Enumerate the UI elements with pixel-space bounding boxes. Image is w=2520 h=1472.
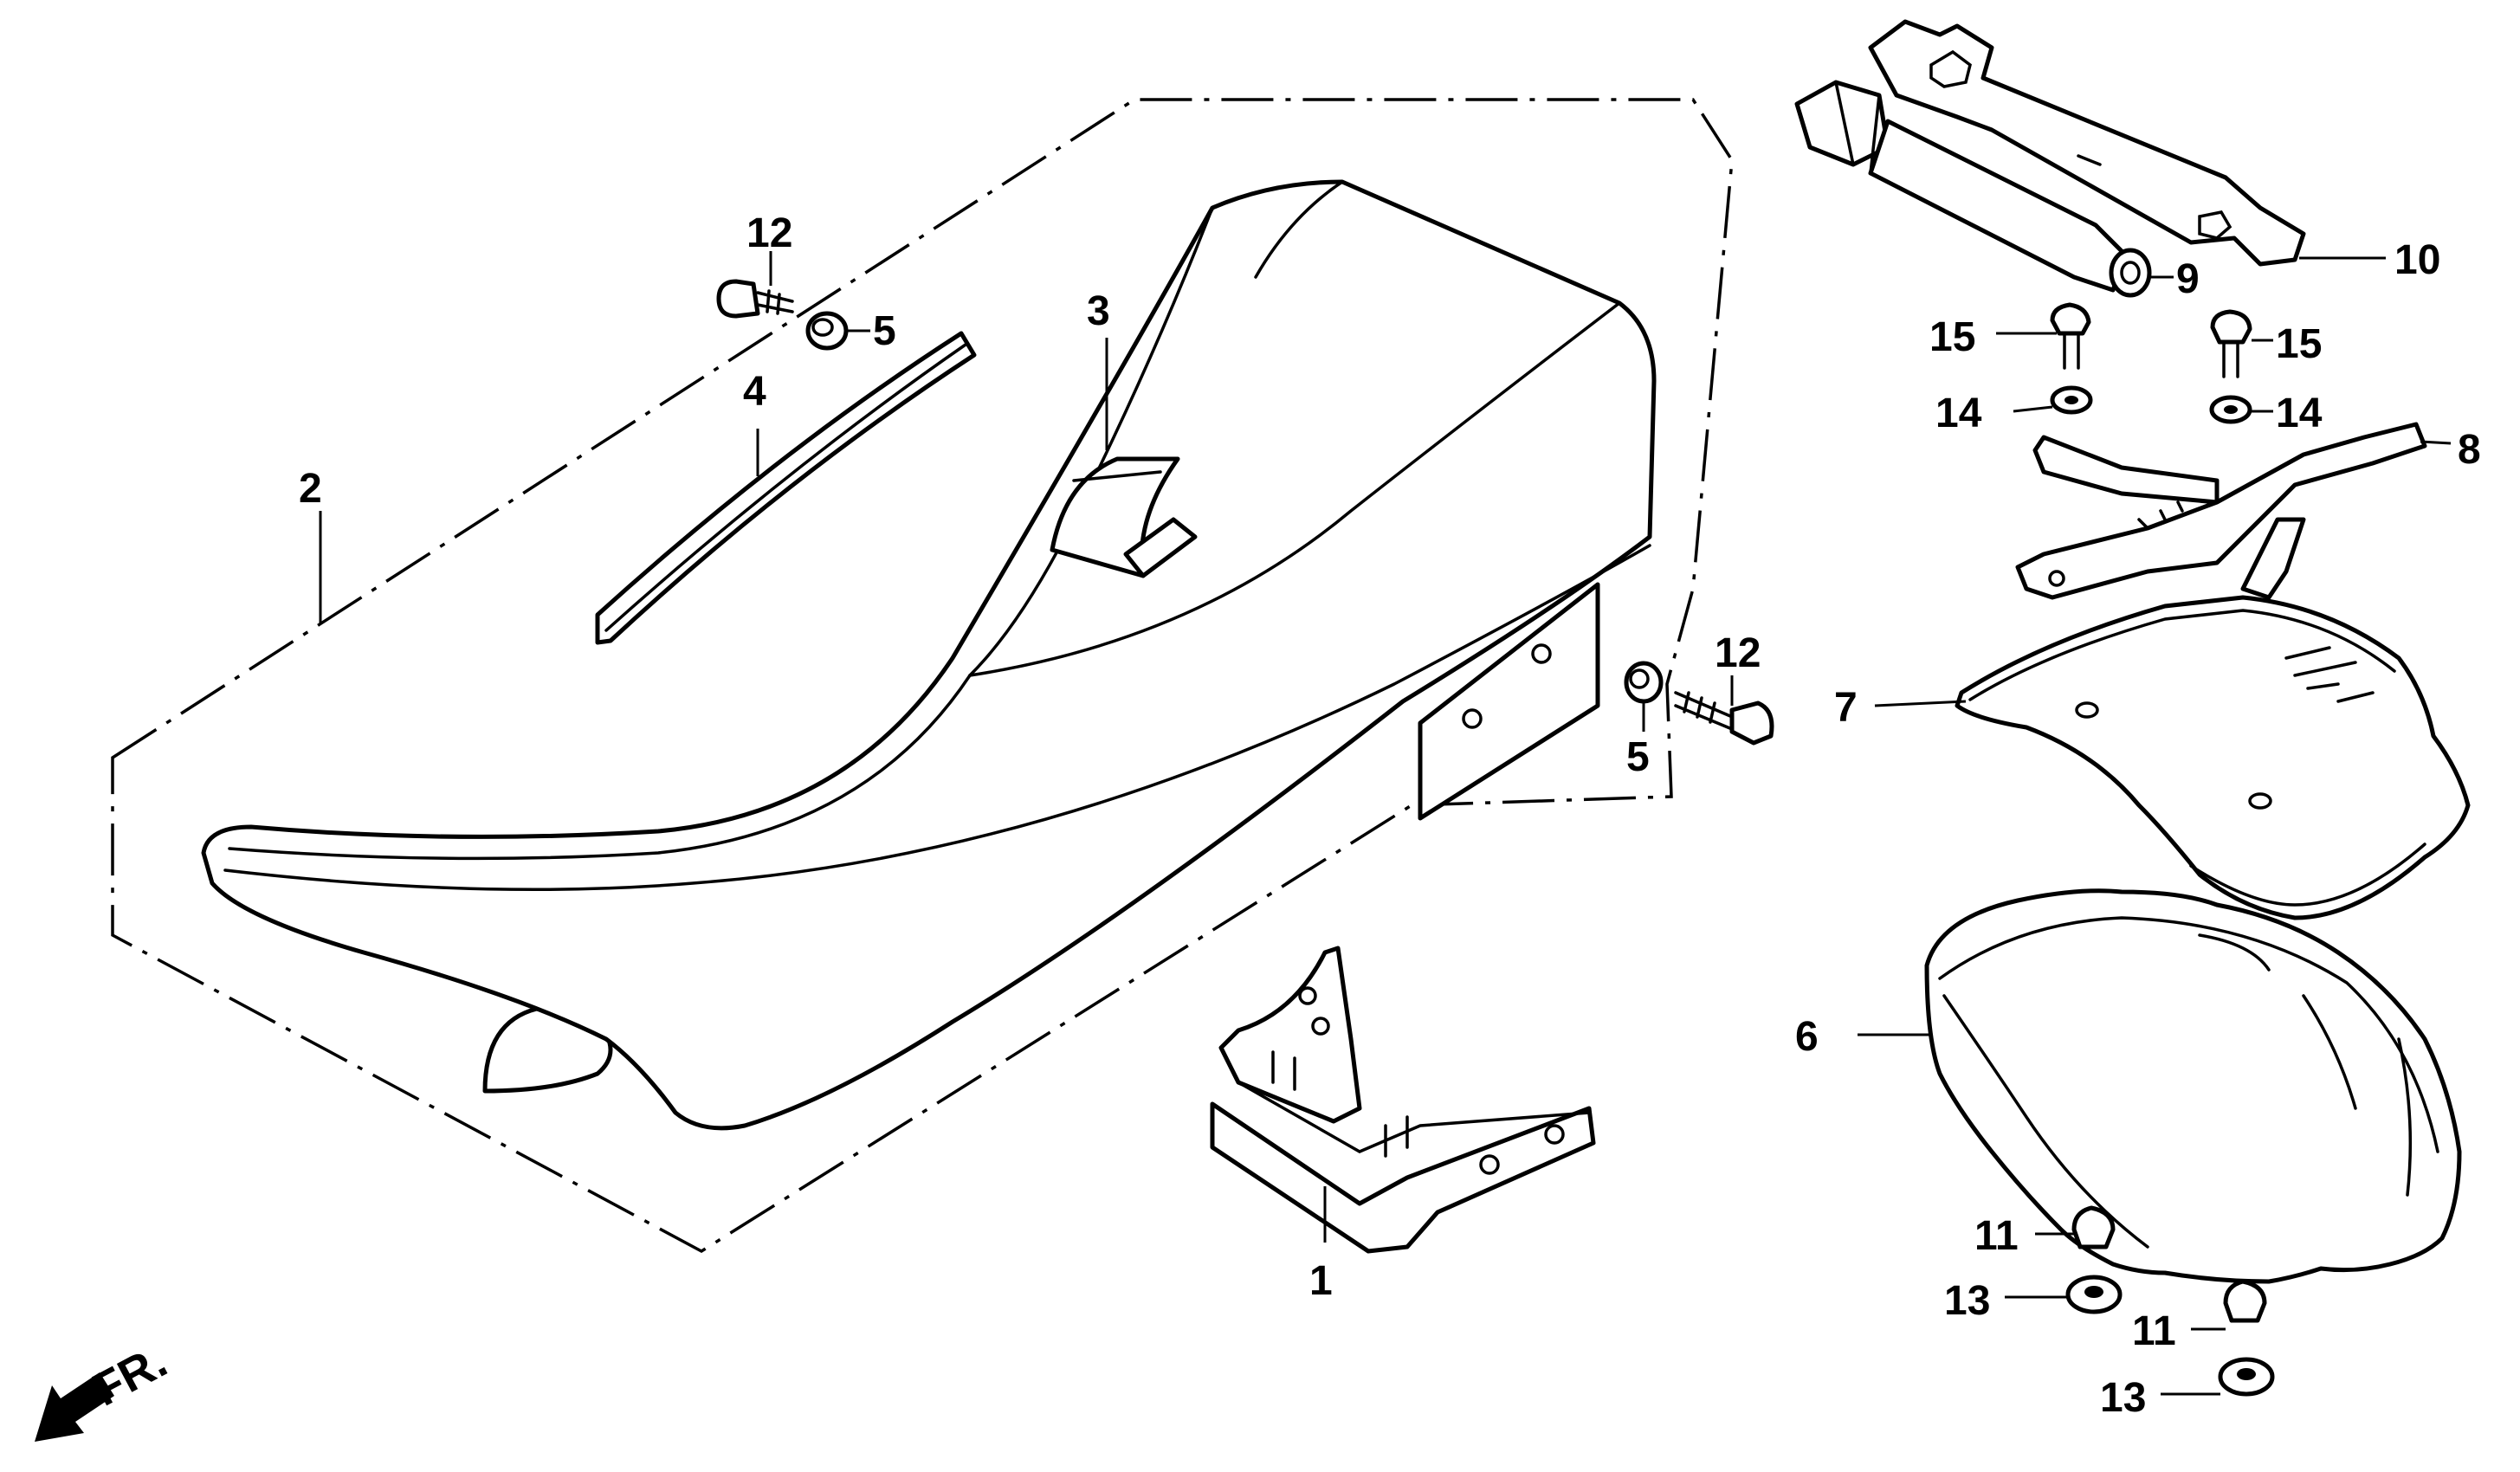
callout-2: 2 xyxy=(299,466,322,512)
callout-9: 9 xyxy=(2176,256,2200,302)
callout-15-right: 15 xyxy=(2276,321,2322,367)
nut-upper[interactable] xyxy=(2071,1205,2116,1249)
washer-right[interactable] xyxy=(2209,395,2252,424)
seat-hinge-bracket[interactable] xyxy=(1210,946,1596,1254)
collar-left[interactable] xyxy=(805,311,849,351)
tool-tray-plate[interactable] xyxy=(1955,595,2471,920)
assembly-outline xyxy=(111,98,1734,1254)
seat-clip[interactable] xyxy=(1050,456,1198,578)
callout-12-left: 12 xyxy=(746,210,792,256)
washer-upper[interactable] xyxy=(2065,1275,2123,1314)
seat-bolt-left[interactable] xyxy=(716,279,794,319)
front-direction-marker: FR. xyxy=(35,1335,175,1442)
callout-14-right: 14 xyxy=(2276,391,2323,436)
collar-right[interactable] xyxy=(1624,661,1664,704)
washer-lower[interactable] xyxy=(2218,1357,2275,1397)
callout-5-right: 5 xyxy=(1626,734,1650,780)
callout-11-upper: 11 xyxy=(1974,1213,2019,1259)
tool-holder-band[interactable] xyxy=(2015,422,2427,600)
seat-strap[interactable] xyxy=(595,331,977,645)
callout-1: 1 xyxy=(1309,1258,1333,1304)
callout-13-upper: 13 xyxy=(1944,1278,1990,1324)
seat-bolt-right[interactable] xyxy=(1674,691,1774,746)
callout-4: 4 xyxy=(743,369,766,415)
nut-lower[interactable] xyxy=(2223,1279,2267,1323)
callout-14-left: 14 xyxy=(1935,391,1982,436)
tray-bolt-left[interactable] xyxy=(2050,302,2091,370)
washer-left[interactable] xyxy=(2050,385,2093,415)
tool-wrench[interactable] xyxy=(1868,19,2306,267)
callout-7: 7 xyxy=(1834,685,1858,731)
callout-10: 10 xyxy=(2394,237,2440,283)
callout-6: 6 xyxy=(1795,1014,1819,1060)
tray-bolt-right[interactable] xyxy=(2210,309,2252,378)
front-arrow-icon xyxy=(35,1372,114,1442)
callout-11-lower: 11 xyxy=(2132,1308,2176,1354)
leader-lines xyxy=(319,251,2452,1396)
callout-15-left: 15 xyxy=(1929,314,1975,360)
callout-13-lower: 13 xyxy=(2100,1375,2146,1421)
callout-3: 3 xyxy=(1087,288,1110,334)
callout-5-left: 5 xyxy=(873,308,896,354)
tool-extension[interactable] xyxy=(1794,80,2152,298)
seat[interactable] xyxy=(201,179,1657,1131)
callout-12-right: 12 xyxy=(1715,630,1761,676)
callout-labels: 1 2 3 4 5 5 6 7 8 9 10 11 11 12 12 13 13… xyxy=(299,210,2481,1421)
callout-8: 8 xyxy=(2458,427,2481,473)
